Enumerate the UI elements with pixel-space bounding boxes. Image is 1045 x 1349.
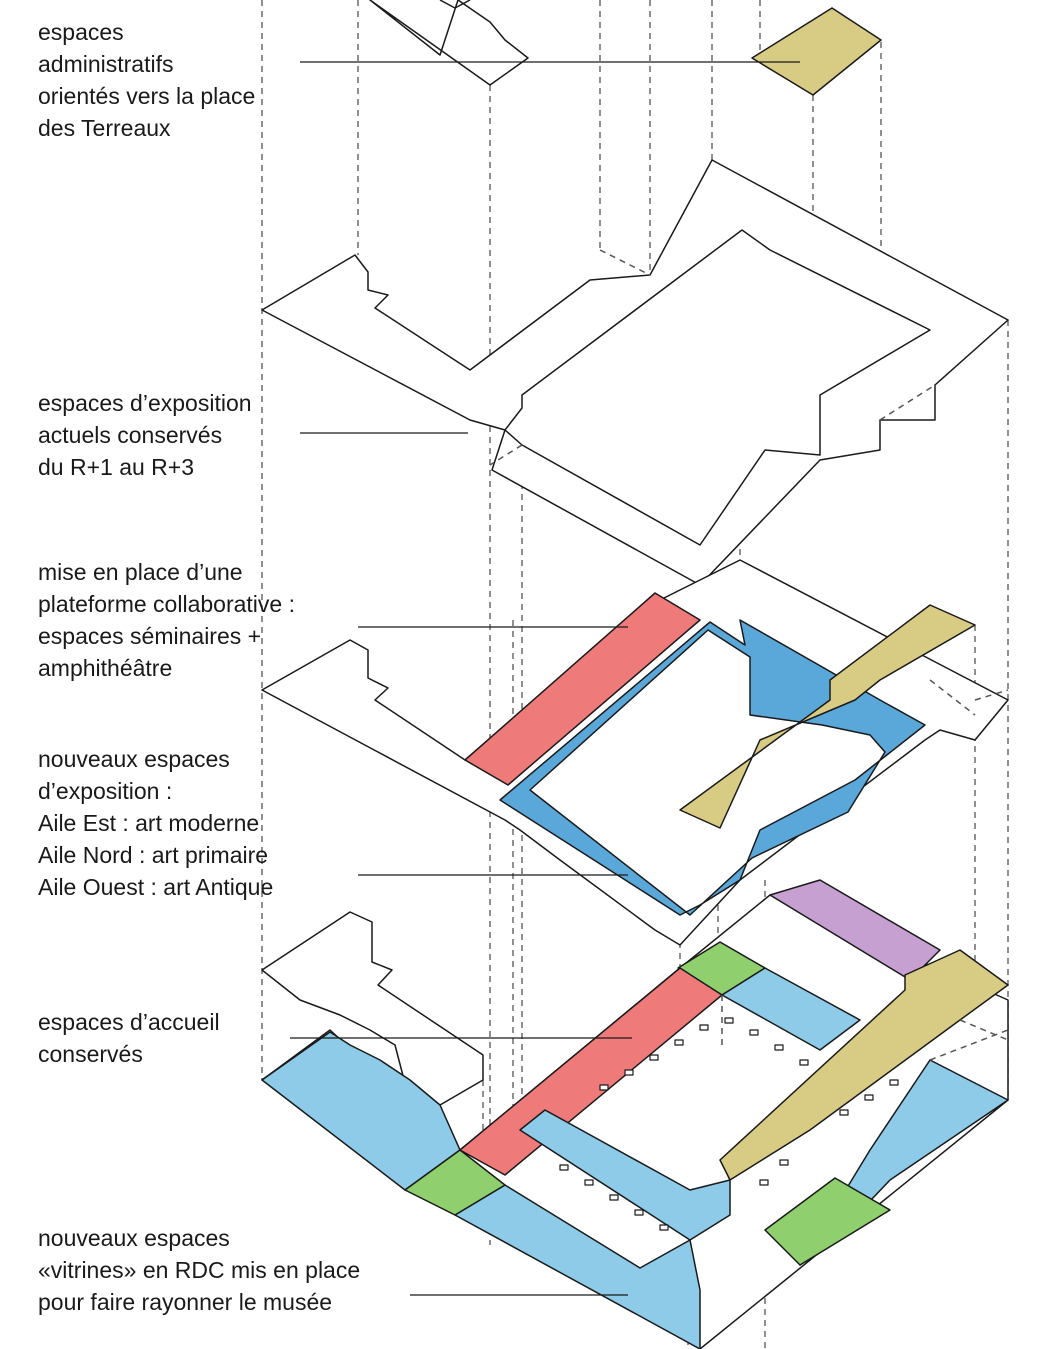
label-line: «vitrines» en RDC mis en place [38, 1257, 361, 1283]
case-marker [779, 1159, 789, 1166]
case-marker [584, 1179, 594, 1186]
label-line: conservés [38, 1041, 143, 1067]
case-marker [599, 1084, 609, 1091]
level-top [369, 0, 882, 96]
label-line: plateforme collaborative : [38, 591, 295, 617]
case-marker [759, 1179, 769, 1186]
label-line: administratifs [38, 51, 174, 77]
violet-wing [769, 879, 941, 981]
label-line: d’exposition : [38, 778, 173, 804]
label-line: espaces [38, 19, 124, 45]
label-line: nouveaux espaces [38, 746, 230, 772]
vitrines-right-top [721, 967, 861, 1051]
label-line: espaces d’exposition [38, 390, 252, 416]
case-marker [634, 1209, 644, 1216]
label-line: Aile Nord : art primaire [38, 842, 269, 868]
case-marker [724, 1017, 734, 1024]
level-exposition-actuels [261, 159, 1009, 586]
case-marker [649, 1054, 659, 1061]
label-line: pour faire rayonner le musée [38, 1289, 333, 1315]
administratif-block [751, 7, 882, 96]
label-line: mise en place d’une [38, 559, 243, 585]
case-marker [774, 1044, 784, 1051]
top-block-outline [369, 0, 529, 86]
yellow-band [679, 604, 976, 829]
label-nouveaux-exposition: nouveaux espaces d’exposition : Aile Est… [38, 743, 273, 903]
case-marker [699, 1024, 709, 1031]
label-exposition-actuels: espaces d’exposition actuels conservés d… [38, 387, 252, 483]
label-plateforme: mise en place d’une plateforme collabora… [38, 556, 295, 684]
level-plateforme [261, 559, 1009, 946]
plan-inner [504, 229, 931, 546]
case-marker [674, 1039, 684, 1046]
plan-shadow [489, 249, 936, 466]
top-block-edge [439, 0, 471, 9]
label-administratifs: espaces administratifs orientés vers la … [38, 16, 255, 144]
case-marker [609, 1194, 619, 1201]
label-line: du R+1 au R+3 [38, 454, 195, 480]
label-line: Aile Ouest : art Antique [38, 874, 274, 900]
vert-right [764, 1177, 891, 1266]
case-marker [799, 1059, 809, 1066]
label-line: Aile Est : art moderne [38, 810, 260, 836]
case-marker [864, 1094, 874, 1101]
case-marker [889, 1079, 899, 1086]
plateforme-shadow [929, 679, 1009, 716]
label-line: actuels conservés [38, 422, 223, 448]
vert-left [404, 1149, 506, 1216]
leader-lines [290, 61, 800, 1296]
rdc-shadow [721, 995, 1009, 1061]
case-marker [624, 1069, 634, 1076]
label-accueil: espaces d’accueil conservés [38, 1006, 220, 1070]
label-line: amphithéâtre [38, 655, 173, 681]
label-line: nouveaux espaces [38, 1225, 230, 1251]
case-marker [839, 1109, 849, 1116]
label-vitrines: nouveaux espaces «vitrines» en RDC mis e… [38, 1222, 360, 1318]
label-line: espaces séminaires + [38, 623, 262, 649]
case-marker [559, 1164, 569, 1171]
label-line: espaces d’accueil [38, 1009, 220, 1035]
plateforme-outline [261, 559, 1009, 946]
label-line: des Terreaux [38, 115, 171, 141]
case-marker [659, 1224, 669, 1231]
case-marker [749, 1029, 759, 1036]
yellow-wing [719, 949, 1009, 1181]
seminaires-band [464, 592, 701, 786]
exposition-ring [499, 619, 926, 916]
display-cases [559, 1017, 899, 1231]
level-rdc [261, 879, 1009, 1349]
label-line: orientés vers la place [38, 83, 256, 109]
rdc-upper-outline [261, 911, 484, 1106]
